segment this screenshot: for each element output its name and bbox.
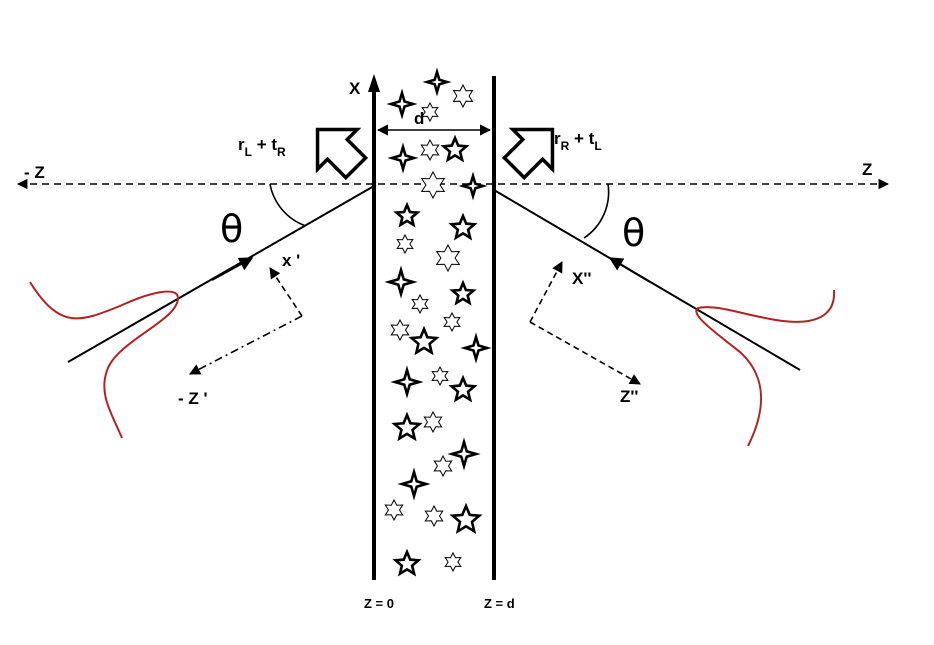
- angle-arc-right: [583, 183, 610, 239]
- thick-arrow-right-icon: [501, 127, 555, 181]
- star-scatterer-icon: [452, 83, 474, 109]
- gaussian-pulse-left: [29, 281, 180, 439]
- star-scatterer-icon: [422, 67, 452, 97]
- star-scatterer-icon: [386, 88, 418, 120]
- x-axis-label: X: [349, 79, 361, 98]
- star-scatterer-icon: [390, 365, 424, 399]
- star-scatterer-icon: [411, 293, 429, 315]
- left-output-label: rL + tR: [238, 135, 286, 159]
- star-scatterer-icon: [435, 243, 461, 273]
- star-scatterer-icon: [421, 101, 439, 123]
- star-scatterer-icon: [460, 332, 492, 364]
- gaussian-pulse-right: [695, 289, 836, 447]
- star-scatterer-icon: [396, 233, 414, 255]
- star-scatterer-icon: [447, 437, 481, 471]
- x-axis-arrowhead: [368, 74, 380, 92]
- star-scatterer-icon: [408, 325, 440, 356]
- star-scatterer-icon: [384, 498, 404, 522]
- right-boundary-label: Z = d: [484, 596, 515, 611]
- star-scatterer-icon: [420, 170, 446, 200]
- angle-label-right: θ: [622, 211, 645, 255]
- star-scatterer-icon: [423, 410, 443, 434]
- x-prime-label: x ': [282, 251, 300, 270]
- star-scatterer-icon: [449, 279, 477, 306]
- incident-arrow-right: [608, 257, 651, 283]
- scatterers: [384, 67, 492, 577]
- x-prime-axis: [269, 267, 303, 317]
- star-scatterer-icon: [440, 134, 470, 163]
- angle-label-left: θ: [220, 207, 243, 251]
- star-scatterer-icon: [392, 548, 422, 577]
- star-scatterer-icon: [444, 551, 462, 573]
- x-dprime-label: X'': [572, 269, 591, 288]
- star-scatterer-icon: [391, 411, 423, 442]
- right-output-label: rR + tL: [554, 129, 602, 153]
- star-scatterer-icon: [458, 171, 488, 201]
- star-scatterer-icon: [448, 374, 478, 403]
- incident-arrow-left: [211, 257, 254, 281]
- star-scatterer-icon: [420, 138, 440, 162]
- star-scatterer-icon: [431, 365, 449, 387]
- x-dprime-axis: [529, 261, 563, 323]
- star-scatterer-icon: [384, 265, 418, 299]
- angle-arc-left: [269, 183, 307, 227]
- star-scatterer-icon: [393, 201, 421, 228]
- z-pos-label: Z: [862, 160, 872, 179]
- star-scatterer-icon: [424, 504, 444, 528]
- star-scatterer-icon: [390, 318, 410, 342]
- z-neg-label: - Z: [24, 163, 45, 182]
- z-dprime-label: Z'': [620, 387, 638, 406]
- z-prime-label: - Z ': [178, 389, 208, 408]
- star-scatterer-icon: [397, 467, 431, 501]
- thickness-label: d: [414, 109, 424, 128]
- left-boundary-label: Z = 0: [364, 596, 394, 611]
- star-scatterer-icon: [449, 502, 483, 535]
- star-scatterer-icon: [387, 142, 419, 174]
- z-prime-axis: [189, 315, 303, 375]
- star-scatterer-icon: [433, 454, 453, 478]
- star-scatterer-icon: [448, 212, 478, 241]
- star-scatterer-icon: [443, 311, 461, 333]
- thick-arrow-left-icon: [315, 127, 369, 181]
- z-dprime-axis: [529, 321, 641, 385]
